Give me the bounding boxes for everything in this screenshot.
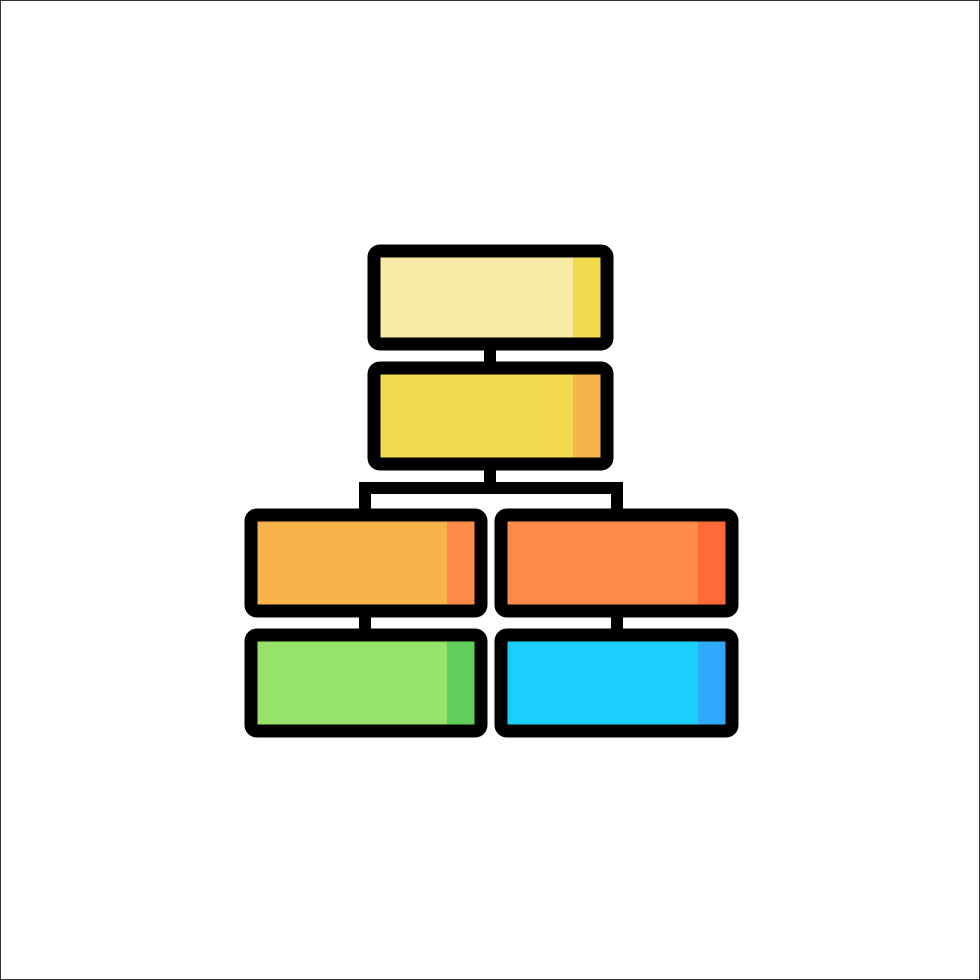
right-middle-block — [494, 508, 739, 618]
left-bottom-block — [244, 628, 488, 738]
second-block — [367, 361, 614, 471]
left-middle-block — [244, 508, 488, 618]
top-block — [367, 244, 614, 351]
right-bottom-block — [494, 628, 739, 738]
connector-branch — [359, 482, 623, 521]
